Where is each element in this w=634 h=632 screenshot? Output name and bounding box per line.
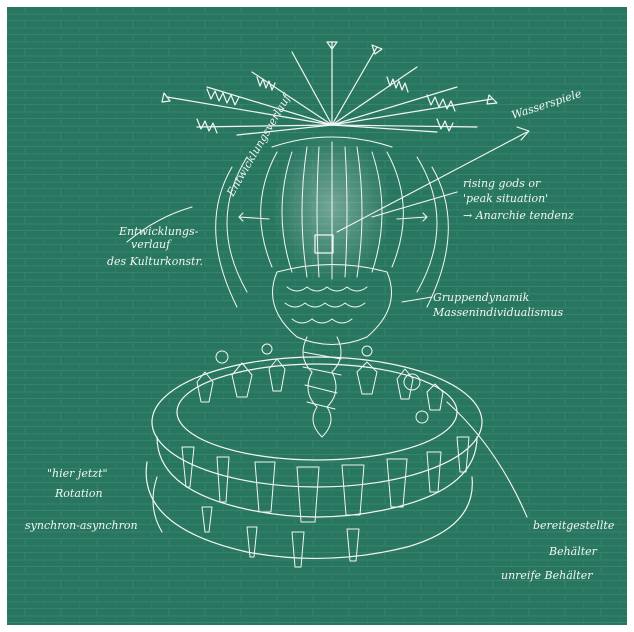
label-bottom-right-1: bereitgestellte xyxy=(533,519,615,532)
label-right-4: Gruppendynamik xyxy=(433,291,530,304)
label-right-5: Massenindividualismus xyxy=(432,306,563,319)
label-bottom-left-1: "hier jetzt" xyxy=(47,467,108,480)
label-bottom-left-3: synchron-asynchron xyxy=(25,519,138,532)
label-right-1: rising gods or xyxy=(463,177,541,190)
label-right-3: → Anarchie tendenz xyxy=(463,209,574,222)
artwork-frame: Wasserspiele Entwicklungsverlauf Entwick… xyxy=(7,7,627,625)
chalk-drawing: Wasserspiele Entwicklungsverlauf Entwick… xyxy=(7,7,627,625)
label-bottom-right-3: unreife Behälter xyxy=(501,569,593,582)
label-bottom-left-2: Rotation xyxy=(54,487,103,500)
label-right-2: 'peak situation' xyxy=(463,192,548,205)
label-bottom-right-2: Behälter xyxy=(548,545,598,558)
label-left-1: Entwicklungs- xyxy=(118,225,199,238)
label-left-3: des Kulturkonstr. xyxy=(107,255,203,268)
label-left-2: verlauf xyxy=(131,238,172,251)
